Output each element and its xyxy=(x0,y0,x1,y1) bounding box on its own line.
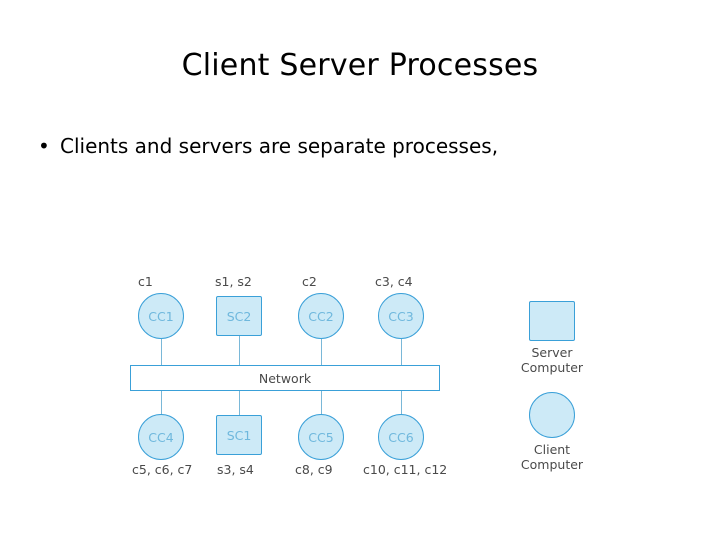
node-cc2[interactable]: CC2 xyxy=(298,293,344,339)
connector-bottom-1 xyxy=(161,391,163,415)
bullet-marker-icon: • xyxy=(38,134,50,158)
page-title: Client Server Processes xyxy=(181,48,539,83)
network-bar: Network xyxy=(130,365,440,391)
bullet-text: Clients and servers are separate process… xyxy=(60,134,499,158)
connector-bottom-4 xyxy=(401,391,403,415)
connector-top-2 xyxy=(239,336,241,365)
bullet-item: • Clients and servers are separate proce… xyxy=(38,133,678,159)
bottom-label-1: c5, c6, c7 xyxy=(132,462,193,477)
legend-client-label-line1: Client xyxy=(533,442,571,457)
top-label-1: c1 xyxy=(138,274,153,289)
connector-top-3 xyxy=(321,339,323,365)
connector-bottom-3 xyxy=(321,391,323,415)
top-label-4: c3, c4 xyxy=(375,274,413,289)
legend-client-label-line2: Computer xyxy=(520,457,584,472)
legend-server-label-line2: Computer xyxy=(520,360,584,375)
node-cc6[interactable]: CC6 xyxy=(378,414,424,460)
node-cc3[interactable]: CC3 xyxy=(378,293,424,339)
bottom-label-4: c10, c11, c12 xyxy=(363,462,448,477)
top-label-3: c2 xyxy=(302,274,317,289)
legend-server-icon xyxy=(529,301,575,341)
node-cc5[interactable]: CC5 xyxy=(298,414,344,460)
node-sc2[interactable]: SC2 xyxy=(216,296,262,336)
bottom-label-3: c8, c9 xyxy=(295,462,333,477)
legend-client-icon xyxy=(529,392,575,438)
client-server-diagram: c1 s1, s2 c2 c3, c4 CC1 SC2 CC2 CC3 Netw… xyxy=(120,270,600,485)
connector-top-1 xyxy=(161,339,163,365)
node-cc1[interactable]: CC1 xyxy=(138,293,184,339)
node-cc4[interactable]: CC4 xyxy=(138,414,184,460)
bottom-label-2: s3, s4 xyxy=(217,462,254,477)
legend-server-label-line1: Server xyxy=(531,345,573,360)
connector-top-4 xyxy=(401,339,403,365)
node-sc1[interactable]: SC1 xyxy=(216,415,262,455)
top-label-2: s1, s2 xyxy=(215,274,252,289)
connector-bottom-2 xyxy=(239,391,241,415)
